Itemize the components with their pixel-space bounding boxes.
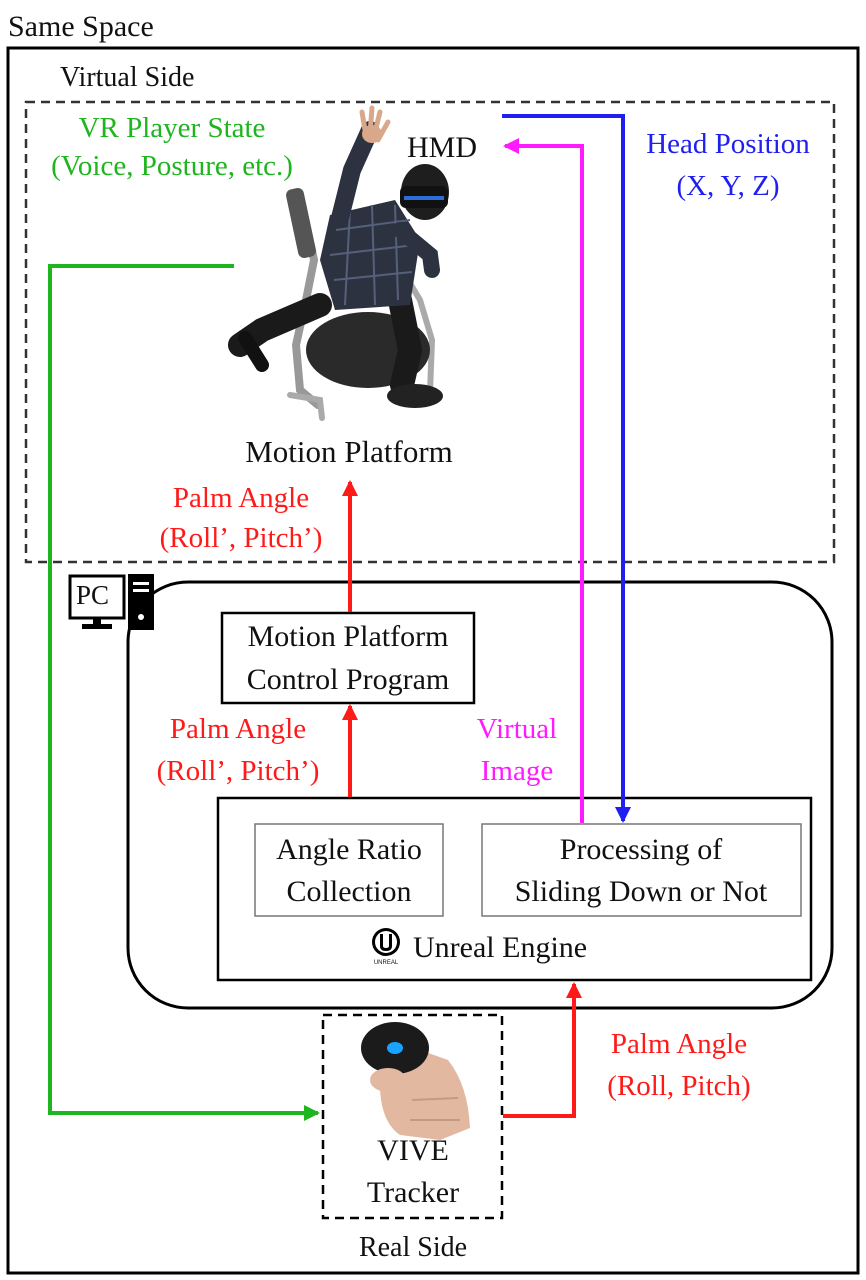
processing-line1: Processing of bbox=[559, 833, 723, 866]
pc-frame bbox=[126, 580, 834, 1010]
palm-angle-mid-line2: (Roll’, Pitch’) bbox=[156, 755, 320, 787]
angle-ratio-line1: Angle Ratio bbox=[276, 833, 422, 866]
palm-angle-bottom-line1: Palm Angle bbox=[610, 1028, 748, 1060]
palm-angle-bottom-line2: (Roll, Pitch) bbox=[607, 1070, 751, 1102]
vive-tracker-line1: VIVE bbox=[377, 1134, 449, 1167]
processing-box bbox=[481, 823, 802, 917]
control-program-line1: Motion Platform bbox=[247, 620, 449, 653]
hmd-label: HMD bbox=[407, 131, 478, 164]
head-position-line2: (X, Y, Z) bbox=[676, 170, 780, 202]
virtual-image-line1: Virtual bbox=[476, 713, 558, 745]
angle-ratio-box bbox=[254, 823, 444, 917]
angle-ratio-line2: Collection bbox=[286, 875, 412, 908]
control-program-box bbox=[220, 611, 476, 705]
palm-angle-top-line1: Palm Angle bbox=[172, 482, 310, 514]
blue-arrow-head-position bbox=[502, 114, 631, 823]
same-space-label: Same Space bbox=[8, 10, 154, 43]
palm-angle-mid-line1: Palm Angle bbox=[169, 713, 307, 745]
control-program-line2: Control Program bbox=[246, 663, 450, 696]
vive-tracker-box bbox=[321, 1013, 504, 1220]
red-arrow-to-unreal-engine bbox=[503, 982, 582, 1118]
pc-label: PC bbox=[76, 580, 110, 610]
magenta-arrow-virtual-image bbox=[503, 138, 584, 823]
virtual-side-frame bbox=[24, 100, 836, 564]
virtual-side-label: Virtual Side bbox=[60, 62, 195, 93]
real-side-label: Real Side bbox=[358, 1232, 468, 1263]
unreal-logo-text: UNREAL bbox=[373, 960, 399, 966]
unreal-logo-icon bbox=[372, 928, 400, 956]
green-arrow-player-state bbox=[48, 264, 320, 1121]
vr-player-motion-platform-image bbox=[228, 105, 449, 421]
vive-tracker-line2: Tracker bbox=[366, 1176, 460, 1209]
head-position-line1: Head Position bbox=[646, 128, 810, 160]
pc-icon bbox=[68, 574, 154, 630]
vr-player-state-line2: (Voice, Posture, etc.) bbox=[51, 150, 293, 182]
unreal-engine-label: Unreal Engine bbox=[413, 931, 588, 964]
virtual-image-line2: Image bbox=[480, 755, 554, 787]
motion-platform-label: Motion Platform bbox=[245, 434, 453, 469]
vive-tracker-image bbox=[361, 1022, 470, 1140]
vr-player-state-line1: VR Player State bbox=[78, 112, 266, 144]
same-space-frame bbox=[6, 46, 860, 1275]
palm-angle-top-line2: (Roll’, Pitch’) bbox=[159, 522, 323, 554]
processing-line2: Sliding Down or Not bbox=[514, 875, 768, 908]
